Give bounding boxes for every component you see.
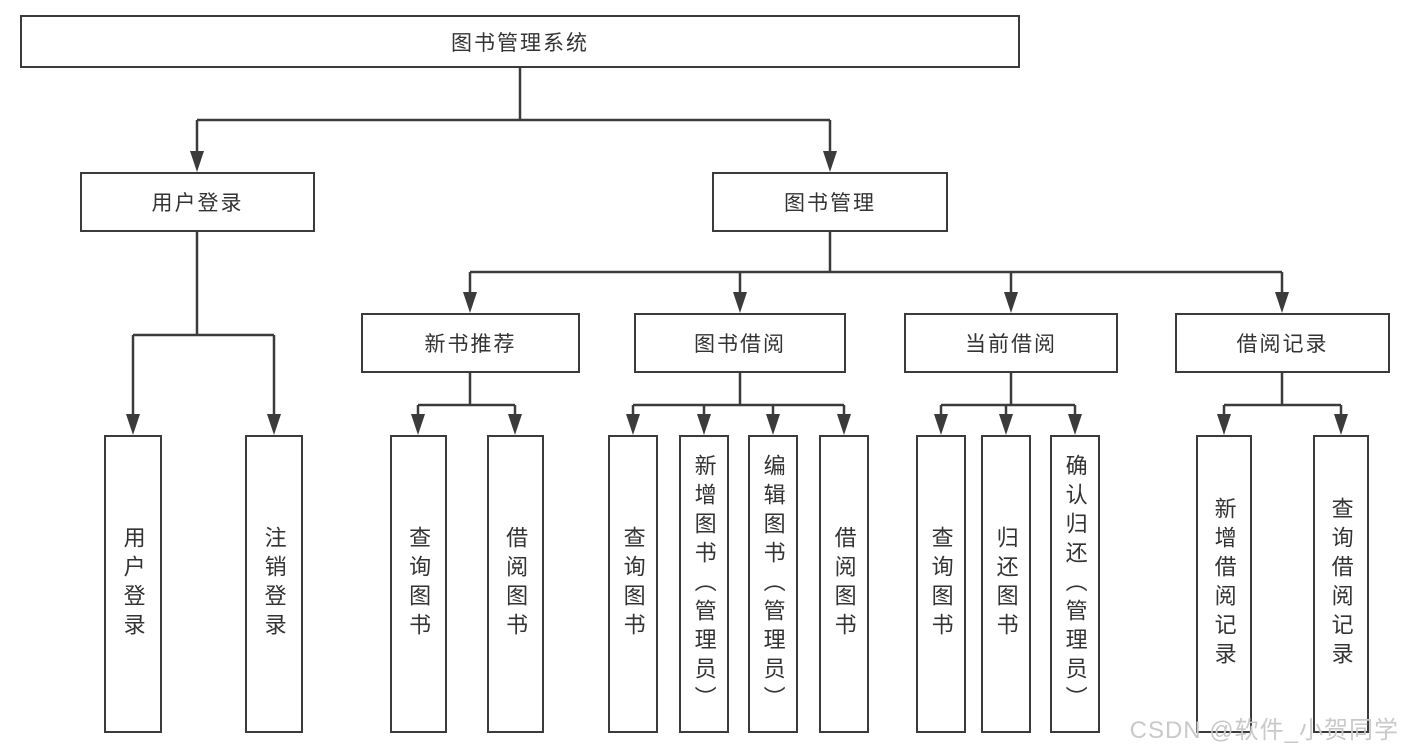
node-leaf-search-books-2: 查询图书 bbox=[608, 435, 658, 733]
node-borrowing-records: 借阅记录 bbox=[1175, 313, 1390, 373]
arrow-icon bbox=[823, 151, 837, 172]
node-leaf-search-borrow-record: 查询借阅记录 bbox=[1313, 435, 1369, 733]
arrow-icon bbox=[1217, 414, 1231, 435]
watermark: CSDN @软件_小贺同学 bbox=[1129, 717, 1399, 744]
arrow-icon bbox=[1334, 414, 1348, 435]
node-new-book-recommendation: 新书推荐 bbox=[361, 313, 580, 373]
arrow-icon bbox=[1004, 292, 1018, 313]
arrow-icon bbox=[934, 414, 948, 435]
arrowheads bbox=[126, 151, 1348, 435]
node-leaf-logout: 注销登录 bbox=[245, 435, 303, 733]
arrow-icon bbox=[626, 414, 640, 435]
node-book-management: 图书管理 bbox=[712, 172, 948, 232]
arrow-icon bbox=[697, 414, 711, 435]
node-leaf-search-books: 查询图书 bbox=[390, 435, 447, 733]
arrow-icon bbox=[267, 414, 281, 435]
node-leaf-return-books: 归还图书 bbox=[981, 435, 1031, 733]
arrow-icon bbox=[508, 414, 522, 435]
arrow-icon bbox=[837, 414, 851, 435]
node-leaf-borrow-books: 借阅图书 bbox=[487, 435, 544, 733]
node-user-login: 用户登录 bbox=[80, 172, 315, 232]
arrow-icon bbox=[126, 414, 140, 435]
arrow-icon bbox=[190, 151, 204, 172]
node-book-borrowing: 图书借阅 bbox=[634, 313, 846, 373]
arrow-icon bbox=[999, 414, 1013, 435]
node-leaf-borrow-books-2: 借阅图书 bbox=[819, 435, 869, 733]
node-leaf-user-login: 用户登录 bbox=[104, 435, 162, 733]
tree-edges bbox=[131, 68, 1343, 418]
arrow-icon bbox=[463, 292, 477, 313]
arrow-icon bbox=[1275, 292, 1289, 313]
node-leaf-add-borrow-record: 新增借阅记录 bbox=[1196, 435, 1252, 733]
node-leaf-add-books-admin: 新增图书（管理员） bbox=[679, 435, 729, 733]
arrow-icon bbox=[1068, 414, 1082, 435]
node-current-borrowing: 当前借阅 bbox=[904, 313, 1118, 373]
arrow-icon bbox=[733, 292, 747, 313]
arrow-icon bbox=[411, 414, 425, 435]
arrow-icon bbox=[766, 414, 780, 435]
node-leaf-edit-books-admin: 编辑图书（管理员） bbox=[748, 435, 798, 733]
node-library-management-system: 图书管理系统 bbox=[20, 15, 1020, 68]
node-leaf-search-books-3: 查询图书 bbox=[916, 435, 966, 733]
node-leaf-confirm-return-admin: 确认归还（管理员） bbox=[1050, 435, 1100, 733]
